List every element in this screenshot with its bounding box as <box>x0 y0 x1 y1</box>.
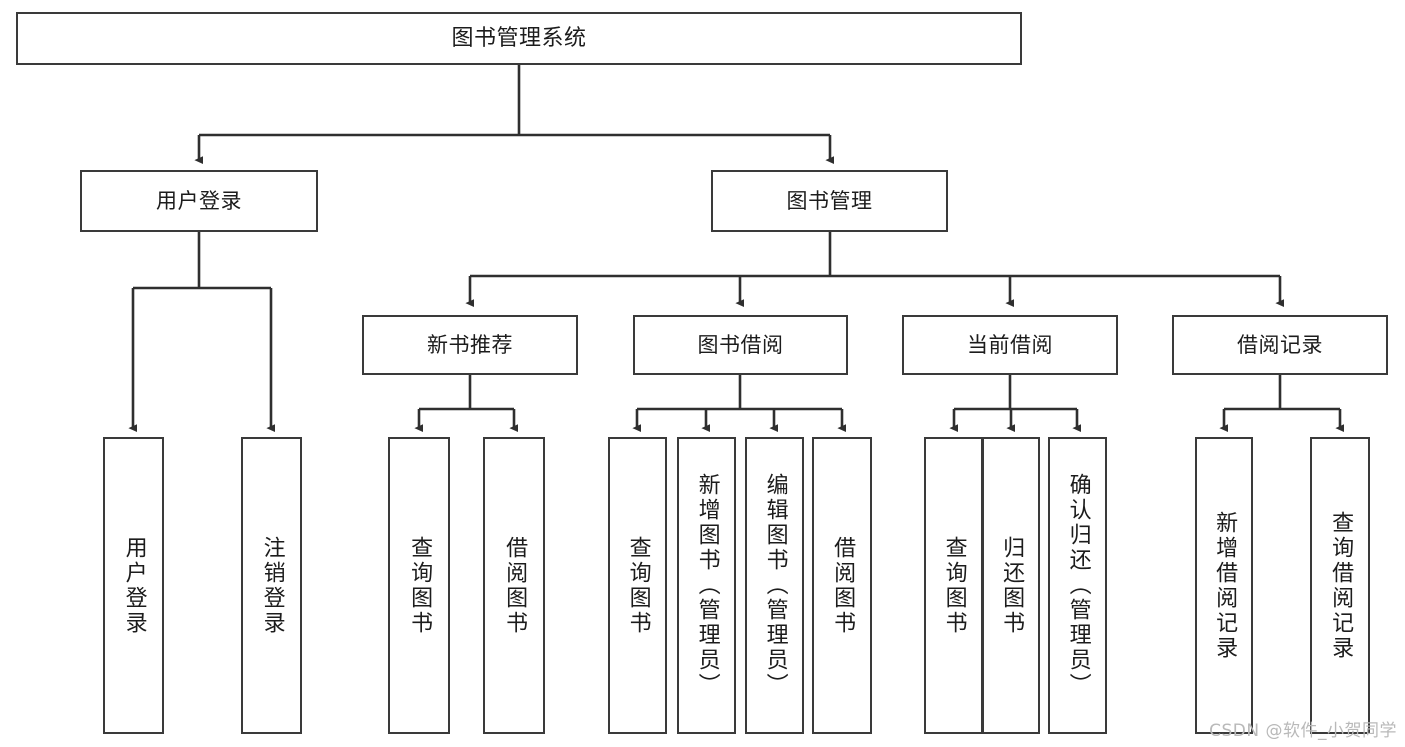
leaf-borrow-query-book[interactable]: 查询图书 <box>608 437 667 734</box>
node-label: 用户登录 <box>121 535 147 636</box>
node-current-borrow[interactable]: 当前借阅 <box>902 315 1118 375</box>
leaf-recommend-borrow-book[interactable]: 借阅图书 <box>483 437 545 734</box>
leaf-record-query-record[interactable]: 查询借阅记录 <box>1310 437 1370 734</box>
leaf-current-query-book[interactable]: 查询图书 <box>924 437 983 734</box>
leaf-recommend-query-book[interactable]: 查询图书 <box>388 437 450 734</box>
leaf-current-return-book[interactable]: 归还图书 <box>982 437 1040 734</box>
node-label: 用户登录 <box>156 188 242 213</box>
node-label: 借阅图书 <box>830 535 856 636</box>
node-borrow-record[interactable]: 借阅记录 <box>1172 315 1388 375</box>
leaf-borrow-borrow-book[interactable]: 借阅图书 <box>812 437 872 734</box>
leaf-current-confirm-return-admin[interactable]: 确认归还（管理员） <box>1048 437 1107 734</box>
node-label: 编辑图书（管理员） <box>762 473 788 698</box>
node-root-system[interactable]: 图书管理系统 <box>16 12 1022 65</box>
node-new-book-recommend[interactable]: 新书推荐 <box>362 315 578 375</box>
csdn-watermark: CSDN @软件_小贺同学 <box>1209 721 1397 741</box>
leaf-user-login-login[interactable]: 用户登录 <box>103 437 164 734</box>
node-label: 图书管理系统 <box>451 25 587 51</box>
node-label: 查询图书 <box>941 535 967 636</box>
node-label: 新书推荐 <box>427 332 513 357</box>
leaf-record-add-record[interactable]: 新增借阅记录 <box>1195 437 1253 734</box>
node-label: 查询图书 <box>407 535 433 636</box>
node-label: 查询借阅记录 <box>1328 510 1354 661</box>
node-label: 图书管理 <box>786 188 873 213</box>
node-user-login[interactable]: 用户登录 <box>80 170 318 232</box>
node-label: 新增图书（管理员） <box>694 473 720 698</box>
leaf-user-login-logout[interactable]: 注销登录 <box>241 437 302 734</box>
node-label: 借阅记录 <box>1237 332 1323 357</box>
node-label: 新增借阅记录 <box>1212 510 1238 661</box>
node-book-management[interactable]: 图书管理 <box>711 170 948 232</box>
leaf-borrow-add-book-admin[interactable]: 新增图书（管理员） <box>677 437 736 734</box>
node-label: 借阅图书 <box>502 535 528 636</box>
node-label: 当前借阅 <box>967 332 1053 357</box>
node-book-borrow[interactable]: 图书借阅 <box>633 315 848 375</box>
node-label: 确认归还（管理员） <box>1065 473 1091 698</box>
node-label: 注销登录 <box>259 535 285 636</box>
node-label: 查询图书 <box>625 535 651 636</box>
node-label: 归还图书 <box>999 535 1025 636</box>
leaf-borrow-edit-book-admin[interactable]: 编辑图书（管理员） <box>745 437 804 734</box>
node-label: 图书借阅 <box>697 332 784 357</box>
